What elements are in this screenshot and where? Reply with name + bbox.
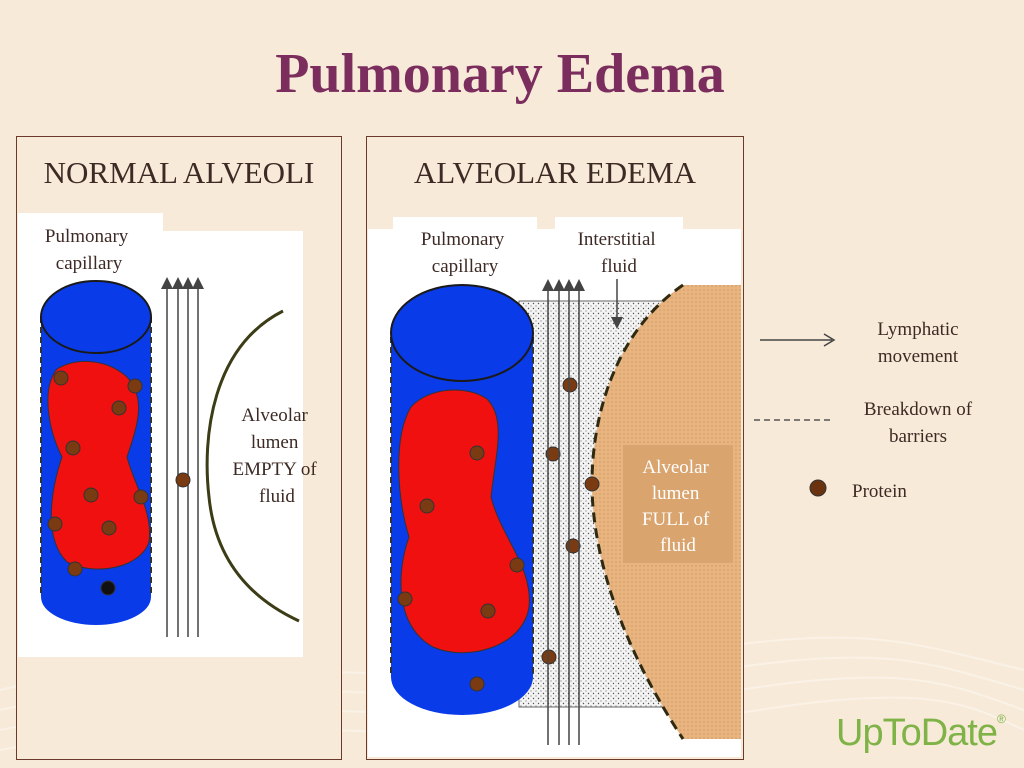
normal-lumen-label: Alveolar lumen EMPTY of fluid xyxy=(232,405,321,507)
legend-symbols xyxy=(754,333,836,497)
uptodate-logo: UpToDate® xyxy=(836,712,1006,754)
lymphatic-arrows-edema xyxy=(542,279,585,745)
alveolar-edema-panel: ALVEOLAR EDEMA xyxy=(366,136,744,760)
protein-dots-edema xyxy=(397,377,600,692)
protein-dot-dark xyxy=(100,580,116,596)
alveolar-edema-heading: ALVEOLAR EDEMA xyxy=(413,155,697,190)
alveolar-wall-normal xyxy=(205,309,300,623)
normal-capillary-label: Pulmonary capillary xyxy=(45,226,133,274)
legend-protein-dot xyxy=(809,479,827,497)
red-blood-cell-edema xyxy=(398,389,530,654)
edema-capillary-label: Pulmonary capillary xyxy=(421,229,509,277)
page-title: Pulmonary Edema xyxy=(275,43,725,105)
normal-alveoli-heading: NORMAL ALVEOLI xyxy=(43,155,315,190)
protein-dot-interstitium xyxy=(175,472,191,488)
edema-lumen-label-box xyxy=(623,445,733,563)
lymphatic-arrows-normal xyxy=(161,277,204,637)
interstitial-fluid-label: Interstitial fluid xyxy=(578,229,661,277)
broken-barrier-dashed xyxy=(590,283,685,740)
alveolar-edema-diagram: Pulmonary capillary Interstitial fluid A… xyxy=(368,217,741,757)
legend-protein-label: Protein xyxy=(852,481,907,502)
normal-alveoli-diagram: Pulmonary capillary Alveolar lumen EMPTY… xyxy=(18,213,321,657)
normal-alveoli-panel: NORMAL ALVEOLI xyxy=(16,136,342,760)
protein-dots-capillary-normal xyxy=(47,370,149,577)
edema-lumen-label: Alveolar lumen FULL of fluid xyxy=(642,457,714,556)
